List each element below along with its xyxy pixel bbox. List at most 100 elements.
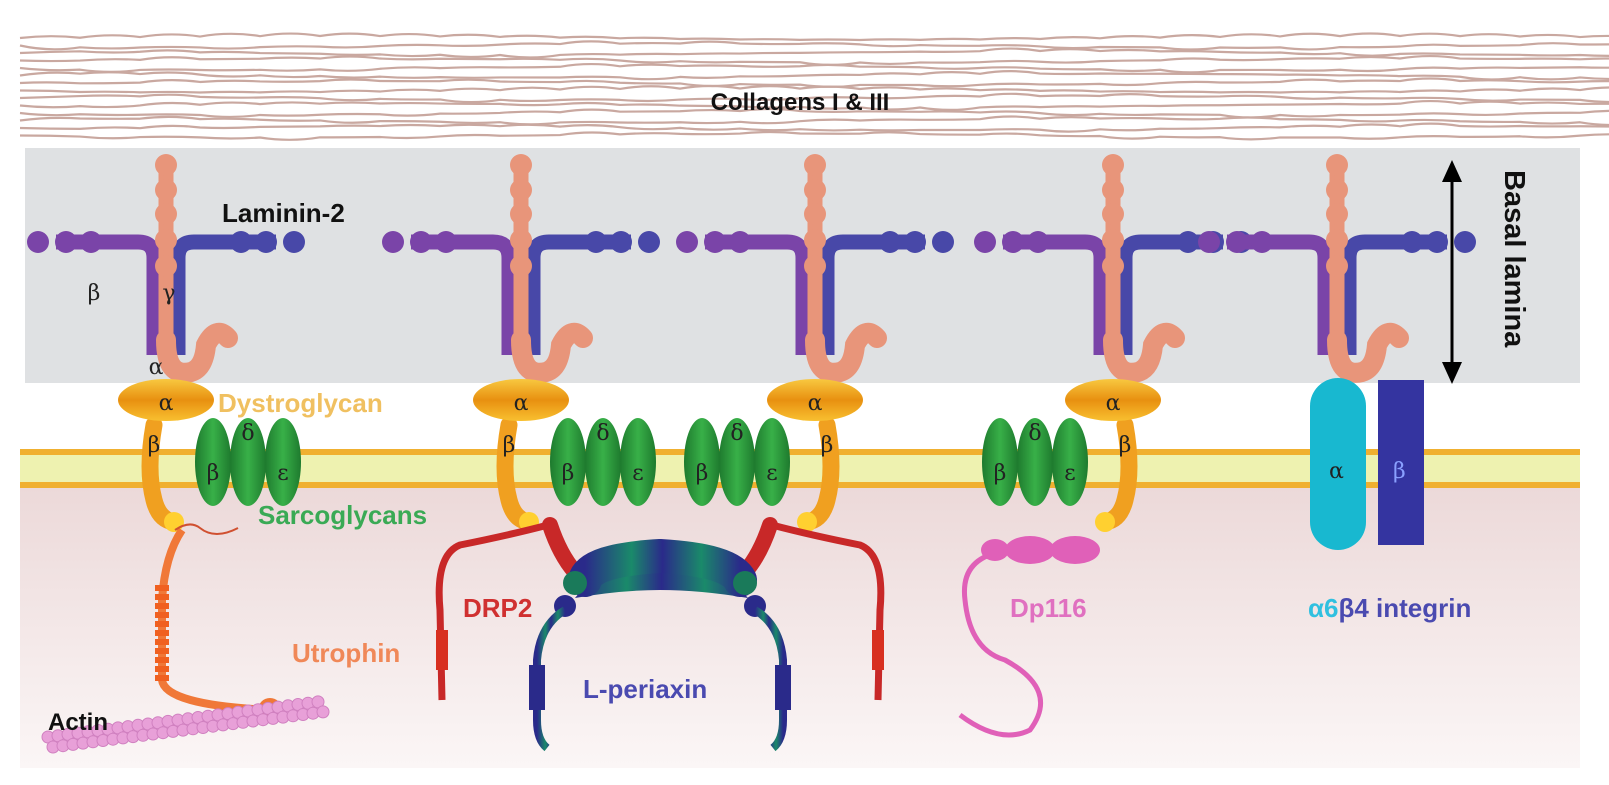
utrophin-segment (155, 675, 169, 681)
sarcoglycan-delta-label: δ (1028, 421, 1041, 446)
sarcoglycans-label: Sarcoglycans (258, 500, 427, 530)
alpha-dystroglycan-label: α (808, 391, 823, 416)
laminin-beta-bead (382, 231, 404, 253)
periaxin-repeat (775, 665, 791, 710)
laminin-label: Laminin-2 (222, 198, 345, 228)
sarcoglycan-delta (719, 418, 755, 506)
laminin-alpha-bead (510, 255, 532, 277)
collagen-fiber (19, 70, 1609, 81)
utrophin-link (174, 523, 239, 535)
laminin-beta-bead (1198, 231, 1220, 253)
sarcoglycan-delta (1017, 418, 1053, 506)
utrophin-segment (155, 594, 169, 600)
laminin-gamma-bead (932, 231, 954, 253)
laminin-alpha-bead (510, 154, 532, 176)
laminin-beta-bead (55, 231, 77, 253)
integrin-beta-subunit (1378, 380, 1424, 545)
integrin-alpha-subunit (1310, 378, 1366, 550)
laminin-gamma-bead (1426, 231, 1448, 253)
laminin-alpha-bead (804, 255, 826, 277)
beta-dystroglycan-label: β (503, 433, 516, 458)
laminin-beta-bead (1251, 231, 1273, 253)
sarcoglycan-delta (585, 418, 621, 506)
laminin-gamma-chain (1117, 234, 1223, 355)
laminin-alpha-bead (804, 179, 826, 201)
actin-monomer (316, 705, 330, 719)
periaxin-label: L-periaxin (583, 674, 707, 704)
integrin-beta4-text: β4 integrin (1338, 593, 1471, 623)
sarcoglycan-delta (230, 418, 266, 506)
integrin-beta-label: β (1393, 459, 1406, 484)
laminin-alpha-bead (1326, 255, 1348, 277)
laminin-alpha-bead (804, 154, 826, 176)
laminin-beta-chain (411, 234, 517, 355)
collagen-fiber (19, 32, 1609, 42)
laminin-beta-chain (705, 234, 811, 355)
laminin-gamma-bead (585, 231, 607, 253)
periaxin-repeat (529, 665, 545, 710)
sarcoglycan-epsilon-label: ε (1064, 461, 1075, 486)
laminin-gamma-bead (283, 231, 305, 253)
sarcoglycan-beta-label: β (207, 461, 220, 486)
sarcoglycan-delta-label: δ (730, 421, 743, 446)
integrin-alpha-label: α (1329, 459, 1344, 484)
utrophin-segment (155, 621, 169, 627)
dp116-domain (1050, 536, 1100, 564)
laminin-beta-chain (1003, 234, 1109, 355)
collagens-label: Collagens I & III (711, 89, 890, 116)
laminin-beta-bead (704, 231, 726, 253)
drp2-label: DRP2 (463, 593, 532, 623)
laminin-gamma-bead (610, 231, 632, 253)
laminin-2 (676, 154, 954, 383)
drp2-chain (771, 521, 885, 701)
periaxin-node (733, 571, 757, 595)
sarcoglycan-epsilon (620, 418, 656, 506)
alpha-dystroglycan (767, 379, 863, 421)
utrophin-segment (155, 603, 169, 609)
laminin-gamma-bead (904, 231, 926, 253)
alpha-dystroglycan-label: α (514, 391, 529, 416)
laminin-beta-bead (1226, 231, 1248, 253)
laminin-gamma-bead (1401, 231, 1423, 253)
sarcoglycan-beta (982, 418, 1018, 506)
collagen-fiber (19, 99, 1609, 112)
integrin-label: α6β4 integrin (1308, 593, 1471, 623)
laminin-beta-bead (435, 231, 457, 253)
laminin-alpha-globular-domain (805, 322, 887, 383)
dp116-label: Dp116 (1010, 593, 1087, 623)
laminin-beta-label: β (88, 281, 101, 306)
laminin-alpha-bead (155, 229, 177, 251)
alpha-dystroglycan (118, 379, 214, 421)
collagen-fiber (19, 54, 1609, 67)
sarcoglycan-beta-label: β (994, 461, 1007, 486)
laminin-gamma-chain (170, 234, 276, 355)
sarcoglycan-epsilon-label: ε (632, 461, 643, 486)
collagen-fiber (19, 84, 1609, 94)
sarcoglycan-epsilon (1052, 418, 1088, 506)
basal-lamina-label: Basal lamina (1498, 170, 1530, 348)
utrophin-segment (155, 585, 169, 591)
laminin-gamma-bead (879, 231, 901, 253)
laminin-alpha-globular-domain (511, 322, 593, 383)
beta-dystroglycan-tail (797, 512, 817, 532)
laminin-2 (974, 154, 1252, 383)
laminin-alpha-bead (510, 203, 532, 225)
collagen-fiber (19, 92, 1609, 104)
collagen-fiber (19, 130, 1609, 141)
beta-dystroglycan-label: β (148, 433, 161, 458)
dystroglycan-label: Dystroglycan (218, 388, 383, 418)
laminin-beta-bead (729, 231, 751, 253)
laminin-beta-chain (56, 234, 162, 355)
collagen-fibers (19, 32, 1609, 141)
dp116 (958, 536, 1100, 738)
laminin-beta-bead (27, 231, 49, 253)
basal-lamina-arrow (1442, 160, 1462, 384)
laminin-alpha-bead (155, 154, 177, 176)
laminin-alpha-bead (804, 229, 826, 251)
laminin-alpha-bead (1102, 203, 1124, 225)
laminin-gamma-chain (819, 234, 925, 355)
beta-dystroglycan-label: β (821, 433, 834, 458)
utrophin-segment (155, 630, 169, 636)
